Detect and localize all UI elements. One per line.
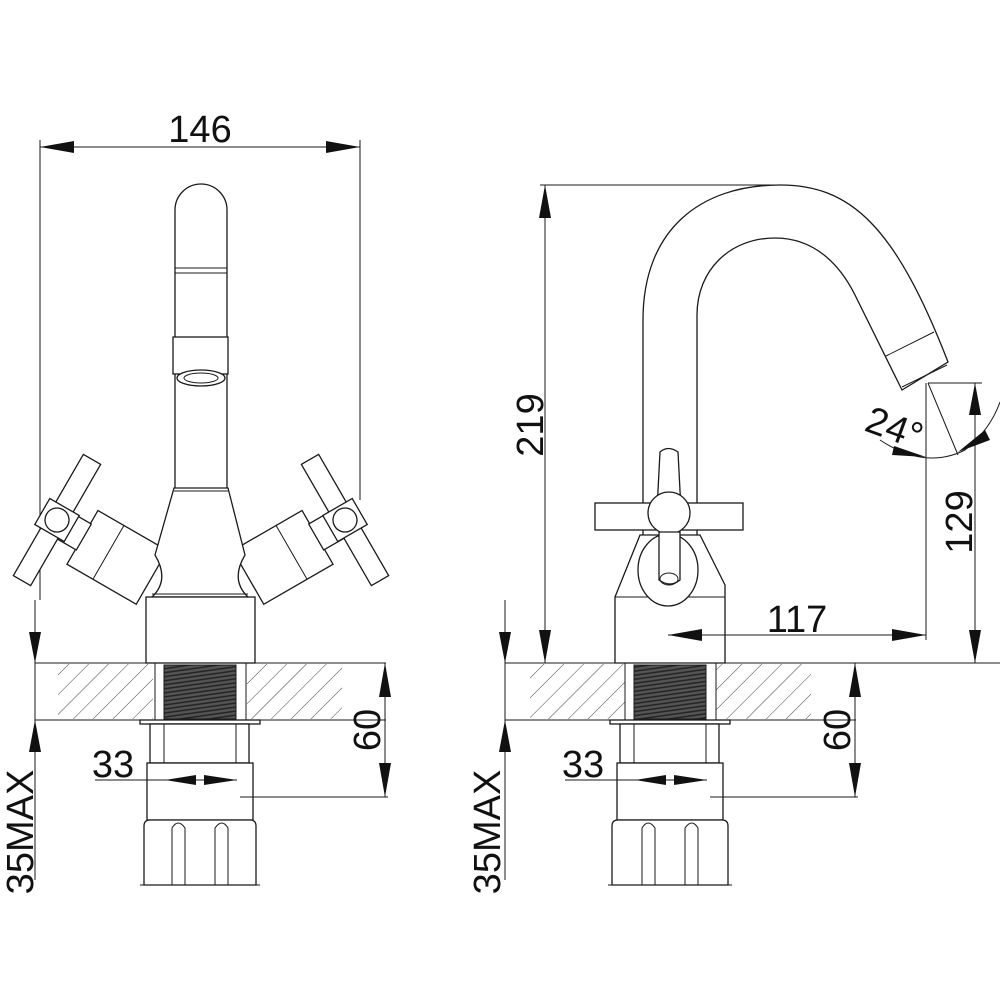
side-deck-label: 60	[817, 709, 859, 751]
side-deck-section	[505, 662, 1000, 721]
max-thickness-dimension: 35MAX	[0, 600, 42, 894]
angle-dimension: 24°	[860, 382, 1000, 459]
height-label: 219	[510, 393, 552, 456]
spout-height-dimension: 129	[928, 382, 982, 663]
spout	[172, 183, 229, 491]
deck-section	[35, 662, 386, 721]
front-view: 146	[0, 109, 391, 894]
height-dimension: 219	[510, 184, 775, 663]
deck-dimension: 60	[240, 663, 391, 798]
cross-handle	[594, 447, 744, 586]
angle-label: 24°	[860, 399, 928, 458]
side-thread-label: 33	[562, 744, 604, 786]
side-view: 219 117	[467, 184, 1000, 894]
thread-label: 33	[92, 744, 134, 786]
gooseneck-spout	[642, 184, 949, 601]
width-dimension: 146	[39, 109, 361, 600]
right-handle	[231, 453, 390, 606]
faucet-body	[145, 487, 256, 664]
side-thread-dimension: 33	[562, 744, 707, 786]
mounting-hardware	[139, 719, 261, 886]
spout-height-label: 129	[939, 490, 981, 553]
width-label: 146	[168, 109, 231, 151]
thread-dimension: 33	[92, 744, 237, 786]
side-max-thickness-label: 35MAX	[467, 770, 509, 895]
side-deck-dimension: 60	[710, 663, 861, 798]
deck-label: 60	[347, 709, 389, 751]
left-handle	[12, 453, 169, 606]
reach-label: 117	[767, 599, 828, 641]
reach-dimension: 117	[668, 383, 927, 641]
side-mounting-hardware	[608, 719, 732, 886]
side-max-thickness-dimension: 35MAX	[467, 600, 511, 894]
max-thickness-label: 35MAX	[0, 770, 42, 895]
